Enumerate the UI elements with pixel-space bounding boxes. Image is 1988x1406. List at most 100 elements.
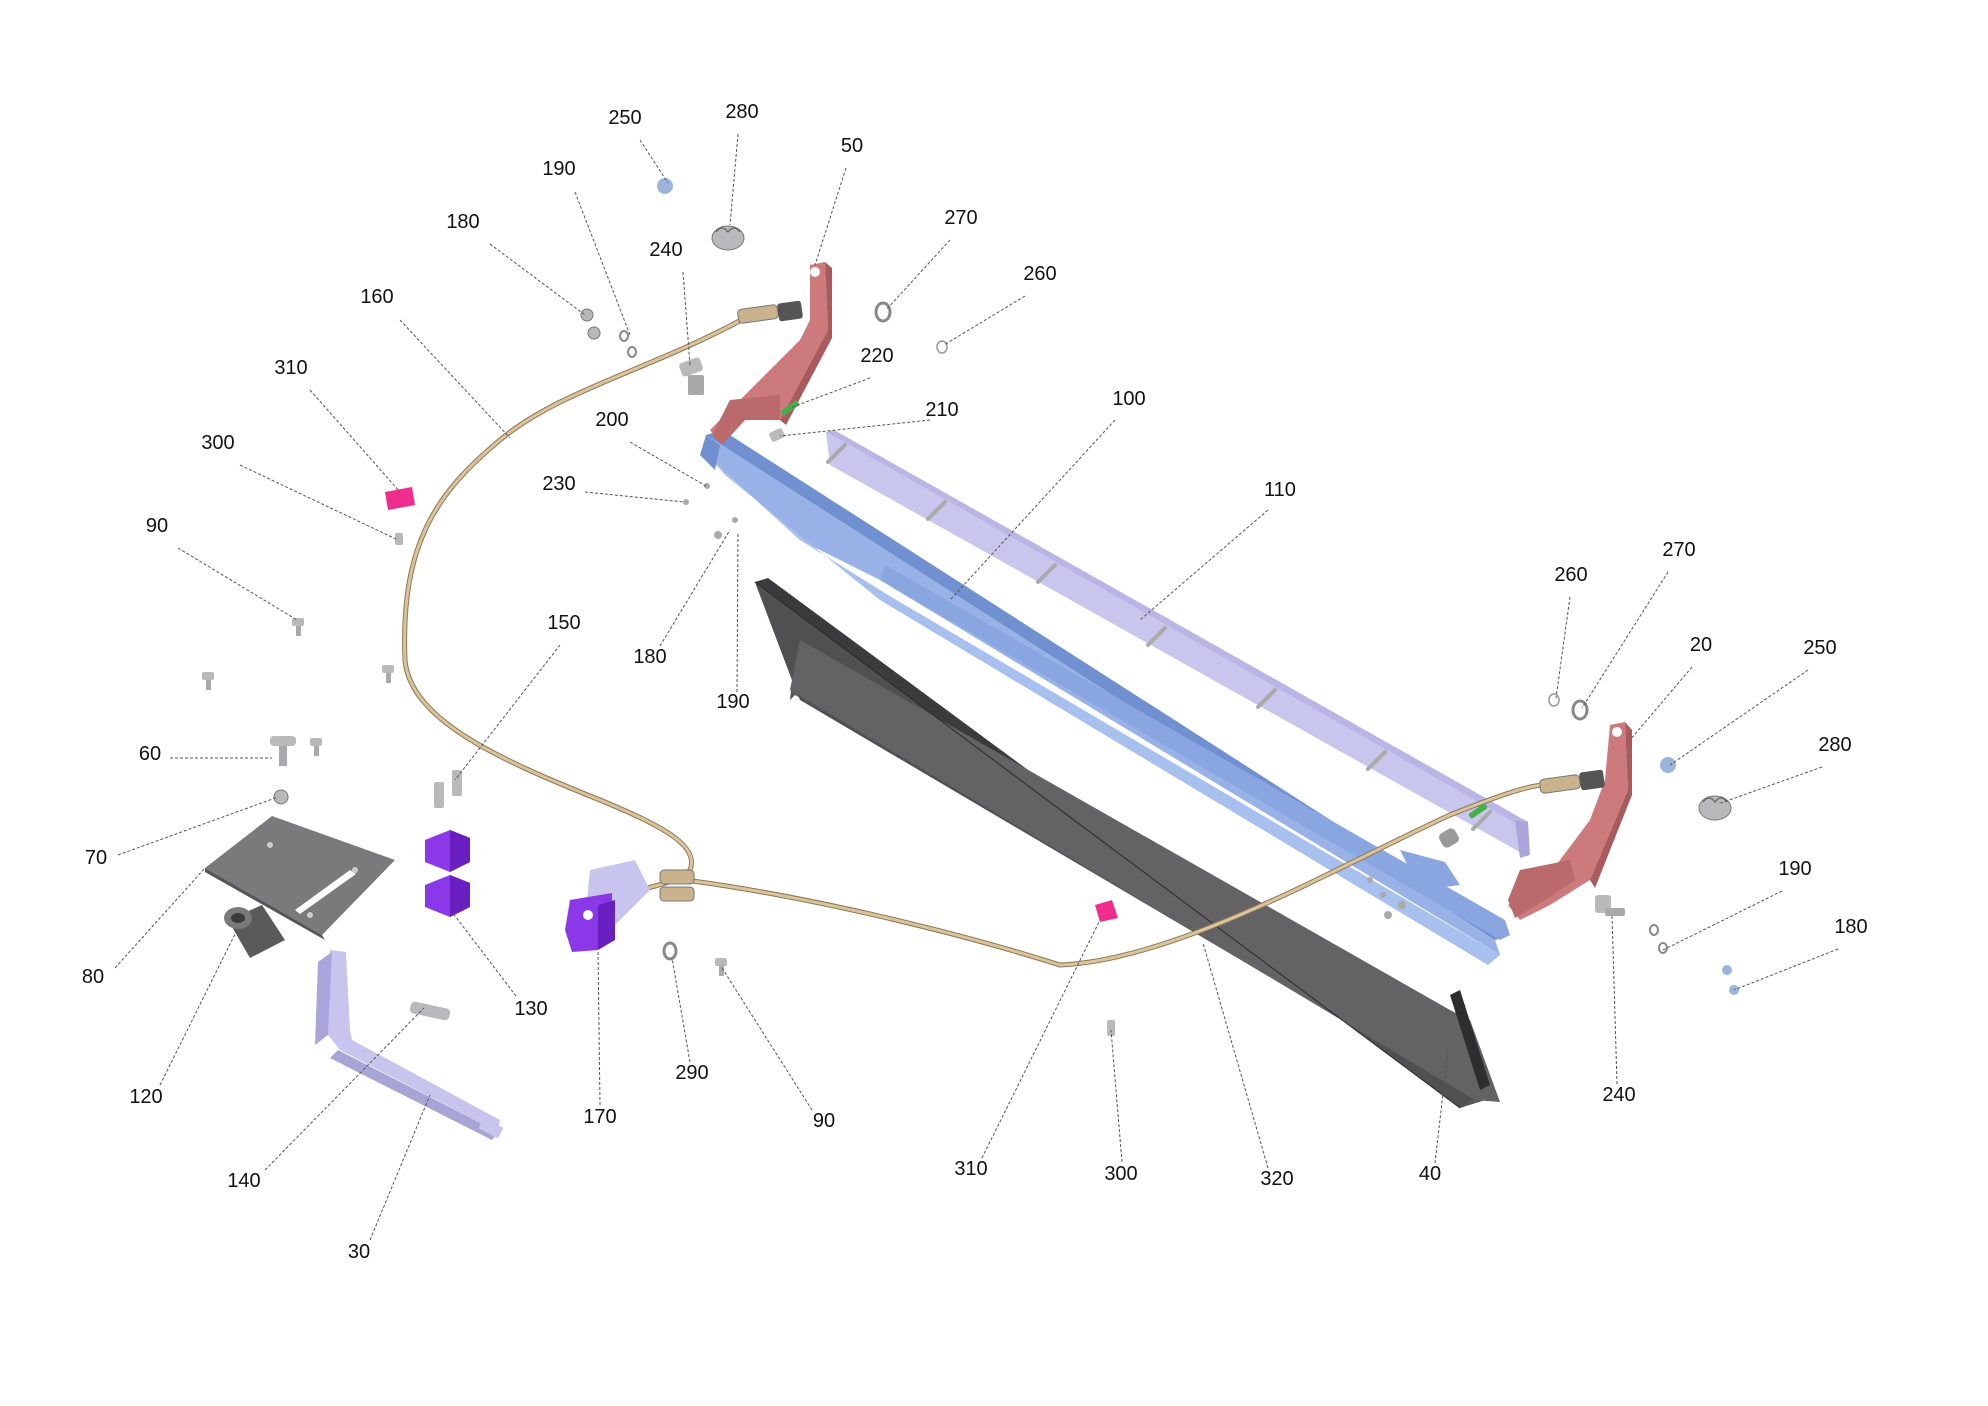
callout-label-p280a: 280 [725,101,758,123]
leader-line-p250b [1669,669,1809,766]
callout-label-p180b: 180 [633,646,666,668]
leader-line-p110 [1139,509,1269,621]
callout-label-p220: 220 [860,345,893,367]
callout-label-p280b: 280 [1818,734,1851,756]
leader-line-p170 [597,949,601,1106]
leader-line-p270b [1581,571,1669,709]
cable-clip-part-310-left [385,487,415,510]
cable-clamps-part-130 [425,830,470,917]
callout-label-p80: 80 [82,966,104,988]
leader-line-p70 [117,796,279,856]
callout-label-p300a: 300 [201,432,234,454]
callout-label-p270b: 270 [1662,539,1695,561]
leader-line-p140 [264,1007,425,1171]
leader-line-p120 [159,929,238,1086]
callout-label-p230: 230 [542,473,575,495]
leader-line-p90a [177,547,298,621]
callout-labels: 250 280 50 190 180 270 240 260 160 220 310 210 100 20… [82,101,1868,1263]
callout-label-p240b: 240 [1602,1084,1635,1106]
leader-line-p240a [682,271,691,366]
callout-label-p320: 320 [1260,1168,1293,1190]
callout-label-p190c: 190 [1778,858,1811,880]
lever-arm-part-170 [565,860,650,952]
callout-label-p260b: 260 [1554,564,1587,586]
pedal-arm-part-30 [315,950,504,1140]
callout-label-p60: 60 [139,743,161,765]
leader-line-p80 [114,867,206,969]
leader-line-p300a [239,464,399,541]
leader-line-p310b [981,919,1101,1159]
leader-line-p50 [814,167,847,266]
callout-label-p100: 100 [1112,388,1145,410]
leader-line-p200 [629,441,707,487]
leader-line-p320 [1202,942,1269,1169]
leader-line-p260b [1555,596,1571,699]
leader-line-p210 [779,419,931,437]
callout-label-p240a: 240 [649,239,682,261]
spring-part-280-top [711,225,745,251]
control-cable-part-160 [402,315,747,893]
callout-label-p140: 140 [227,1170,260,1192]
callout-label-p190a: 190 [542,158,575,180]
callout-label-p90a: 90 [146,515,168,537]
leader-line-p290 [671,957,691,1063]
callout-label-p250a: 250 [608,107,641,129]
leader-line-p260a [943,295,1026,346]
spring-part-280-right [1698,795,1732,821]
guide-rail-part-110 [826,430,1530,858]
callout-label-p180a: 180 [446,211,479,233]
callout-label-p300b: 300 [1104,1163,1137,1185]
callout-label-p200: 200 [595,409,628,431]
knob-250-top [657,178,673,194]
callout-label-p190b: 190 [716,691,749,713]
leader-line-p190c [1662,890,1783,951]
callout-label-p250b: 250 [1803,637,1836,659]
leader-line-p130 [451,911,517,997]
leader-line-p300b [1110,1029,1123,1163]
leader-line-p160 [399,319,511,439]
callout-label-p110: 110 [1264,479,1296,501]
cable-end-fittings [659,300,1605,902]
callout-label-p310a: 310 [274,357,307,379]
callout-label-p310b: 310 [954,1158,987,1180]
callout-label-p270a: 270 [944,207,977,229]
leader-line-p180a [489,243,586,316]
left-bracket-part-50 [710,262,832,445]
callout-label-p290: 290 [675,1062,708,1084]
leader-line-p280a [729,133,739,226]
leader-line-p40 [1434,1049,1449,1164]
leader-line-p30 [369,1094,431,1241]
mounting-plate-part-80 [205,816,395,940]
leader-line-p90b [721,967,813,1111]
callout-label-p90b: 90 [813,1110,835,1132]
knob-250-right [1660,757,1676,773]
leader-line-p250a [639,139,669,184]
leader-line-p280b [1717,766,1823,805]
leader-line-p190a [574,191,631,336]
leader-line-p270a [885,239,951,311]
washer-290 [662,941,678,961]
scraper-blade-part-40 [754,578,1500,1109]
callout-label-p130: 130 [514,998,547,1020]
main-frame-part-100 [700,430,1510,965]
callout-label-p260a: 260 [1023,263,1056,285]
leader-lines [114,133,1839,1241]
leader-line-p100 [949,419,1116,601]
callout-label-p50: 50 [841,135,863,157]
callout-label-p210: 210 [925,399,958,421]
cable-clip-part-310-center [1095,900,1118,922]
control-cable-part-320 [684,782,1546,968]
leader-line-p150 [454,644,561,781]
leader-line-p230 [584,491,685,503]
callout-label-p20: 20 [1690,634,1712,656]
callout-label-p160: 160 [360,286,393,308]
leader-line-p310a [309,389,401,493]
callout-label-p40: 40 [1419,1163,1441,1185]
leader-line-p20 [1629,666,1693,741]
leader-line-p180b [659,529,731,647]
leader-line-p220 [789,377,871,409]
callout-label-p120: 120 [129,1086,162,1108]
callout-label-p70: 70 [85,847,107,869]
roller-sleeve-part-120 [224,905,285,958]
